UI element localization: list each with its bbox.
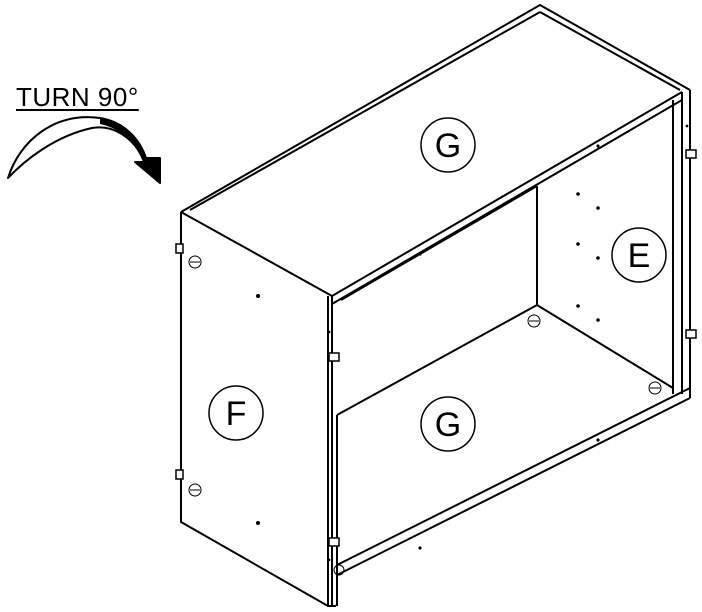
curved-arrow-icon (7, 116, 161, 184)
label-top-panel-text: G (435, 127, 461, 165)
label-side-panel-left: F (208, 385, 264, 441)
dowel-pins (175, 149, 697, 547)
cabinet-outline (180, 4, 691, 607)
label-side-panel-left-text: F (226, 395, 247, 433)
cam-locks (188, 255, 662, 576)
label-bottom-panel-text: G (435, 406, 461, 444)
label-top-panel: G (420, 117, 476, 173)
turn-instruction: TURN 90° (16, 82, 139, 112)
label-side-panel-right-text: E (628, 237, 651, 275)
label-bottom-panel: G (420, 396, 476, 452)
label-side-panel-right: E (611, 227, 667, 283)
hardware-holes (256, 124, 689, 562)
